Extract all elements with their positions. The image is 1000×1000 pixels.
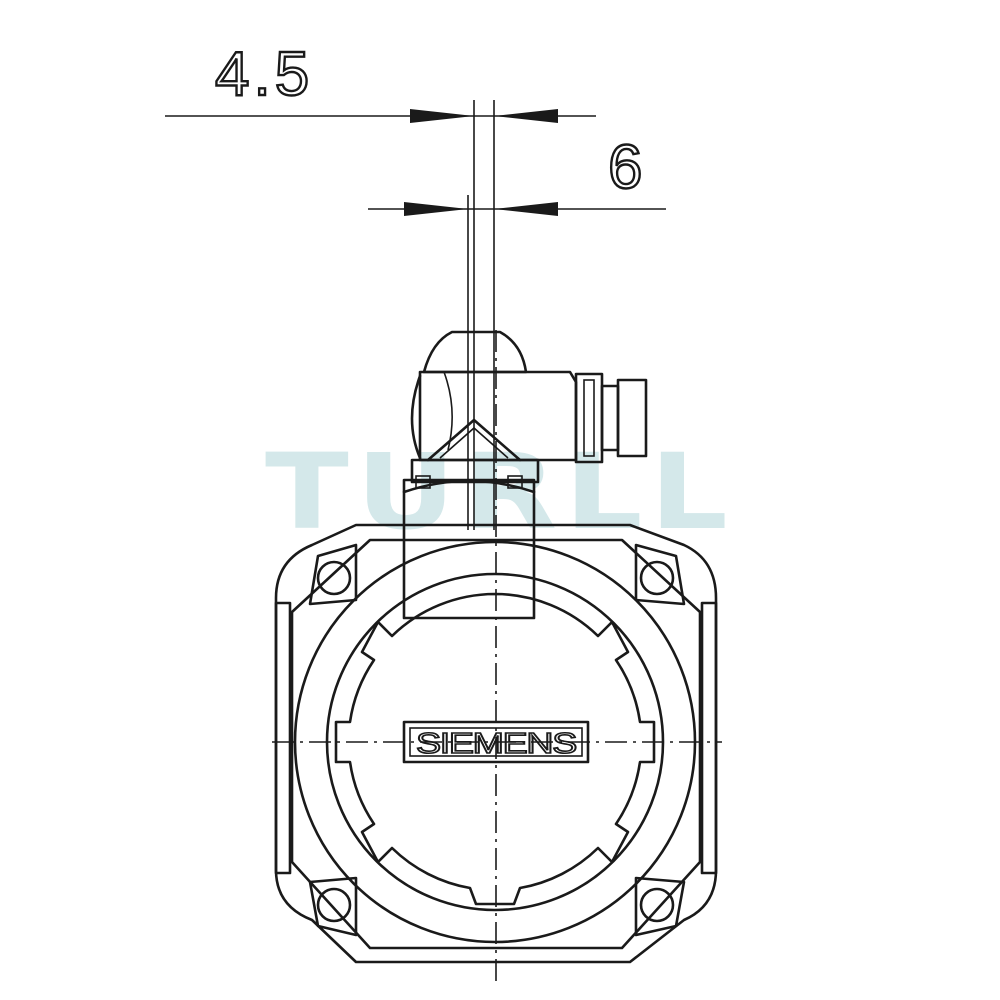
flange-side-left xyxy=(274,601,292,875)
flange-outline xyxy=(274,523,718,964)
nameplate-brand: SIEMENS xyxy=(416,728,577,760)
notched-ring xyxy=(334,592,656,906)
center-lines xyxy=(272,330,722,985)
mounting-hole-bottom-left xyxy=(316,887,352,923)
hole-housing-tr xyxy=(634,543,686,606)
plug-cap xyxy=(616,378,648,458)
extension-lines xyxy=(467,100,495,530)
nameplate: SIEMENS xyxy=(402,720,590,764)
hole-housing-bl xyxy=(308,876,358,937)
connector-head-curve xyxy=(410,374,422,460)
dimension-arrow-left xyxy=(410,109,474,123)
hole-housing-br xyxy=(634,876,686,937)
dimension-second: 6 xyxy=(368,132,666,216)
collar-tab-left xyxy=(415,475,431,489)
mounting-hole-bottom-right xyxy=(639,887,675,923)
motor-flange xyxy=(274,523,718,964)
mounting-hole-top-left xyxy=(316,560,352,596)
dimension-top-label: 4.5 xyxy=(215,40,313,109)
dimension-second-label: 6 xyxy=(608,133,646,202)
dimension-top: 4.5 xyxy=(165,39,596,123)
flange-side-right xyxy=(700,601,718,875)
mounting-hole-top-right xyxy=(639,560,675,596)
dimension-arrow-right xyxy=(494,109,558,123)
plug-ring-2 xyxy=(583,379,595,457)
connector-pyramid xyxy=(426,418,522,462)
dimension-arrow-left xyxy=(404,202,468,216)
collar-tab-right xyxy=(507,475,523,489)
connector-top-cap xyxy=(422,330,528,374)
dimension-arrow-right xyxy=(494,202,558,216)
